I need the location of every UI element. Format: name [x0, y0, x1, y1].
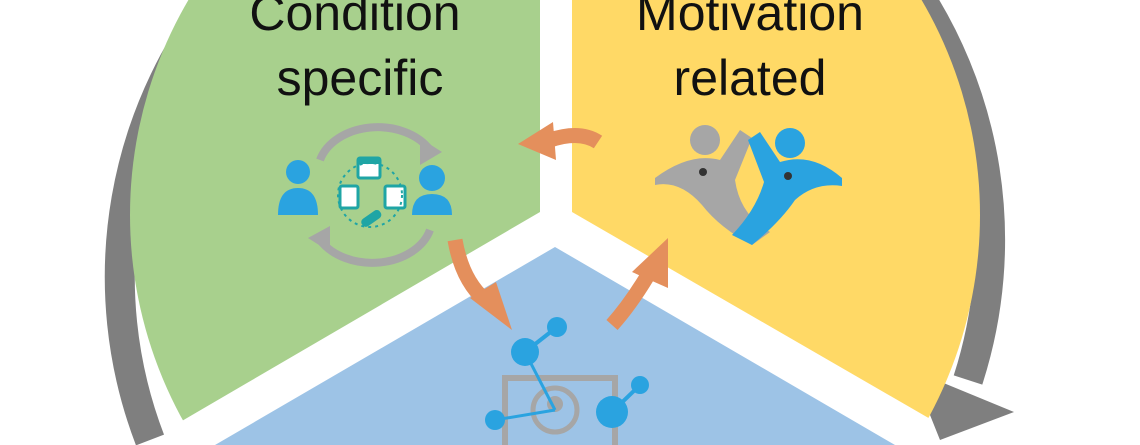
flow-arrow-condition-to-network-head: [470, 282, 512, 330]
segment-motivation-related: [572, 0, 980, 445]
segment-condition-specific: [130, 0, 540, 445]
flow-arrow-network-to-motivation: [606, 271, 655, 331]
segment-network: [215, 247, 895, 445]
flow-arrow-motivation-to-condition: [547, 128, 603, 149]
motivation-label-line1: Motivation: [636, 0, 864, 41]
flow-arrows: [447, 122, 668, 331]
condition-label-line1: Condition: [249, 0, 460, 41]
high-five-people-icon: [655, 125, 842, 245]
outer-ring-right-arc: [903, 0, 1006, 385]
flow-arrow-network-to-motivation-head: [632, 238, 668, 288]
network-person-icon: [485, 317, 649, 445]
flow-arrow-motivation-to-condition-head: [518, 122, 556, 160]
care-cycle-icon: [278, 123, 452, 267]
motivation-label-line2: related: [674, 50, 827, 106]
condition-label-line2: specific: [277, 50, 444, 106]
